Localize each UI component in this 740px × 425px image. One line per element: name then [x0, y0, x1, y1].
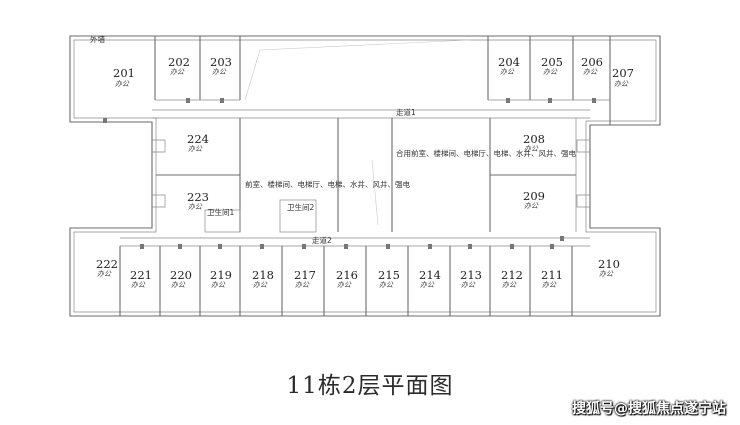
svg-text:216: 216 — [336, 268, 358, 282]
restroom-2-label: 卫生间2 — [287, 202, 314, 212]
svg-text:办公: 办公 — [379, 281, 394, 289]
svg-text:办公: 办公 — [188, 145, 203, 153]
corridor-2-lines — [120, 237, 590, 247]
svg-text:202: 202 — [168, 55, 190, 69]
svg-text:215: 215 — [378, 268, 400, 282]
svg-text:办公: 办公 — [420, 281, 435, 289]
middle-block-partitions — [152, 118, 590, 233]
svg-text:办公: 办公 — [502, 281, 517, 289]
svg-text:210: 210 — [598, 257, 620, 271]
svg-text:办公: 办公 — [461, 281, 476, 289]
svg-text:办公: 办公 — [115, 80, 130, 88]
svg-text:223: 223 — [187, 190, 209, 204]
inner-wall-outline — [73, 39, 657, 313]
svg-text:218: 218 — [252, 268, 274, 282]
svg-text:办公: 办公 — [188, 203, 203, 211]
svg-text:办公: 办公 — [542, 281, 557, 289]
outer-wall-outline — [69, 35, 661, 317]
corridor-1-label: 走道1 — [396, 107, 416, 117]
outer-wall-label: 外墙 — [90, 34, 105, 44]
svg-text:219: 219 — [210, 268, 232, 282]
svg-text:办公: 办公 — [170, 68, 185, 76]
svg-text:办公: 办公 — [524, 145, 539, 153]
svg-text:办公: 办公 — [500, 68, 515, 76]
svg-text:209: 209 — [523, 189, 545, 203]
shared-area-right-label: 合用前室、楼梯间、电梯厅、电梯、水井、风井、强电 — [396, 148, 576, 158]
svg-text:办公: 办公 — [543, 68, 558, 76]
svg-text:办公: 办公 — [97, 270, 112, 278]
svg-text:203: 203 — [210, 55, 232, 69]
svg-text:213: 213 — [460, 268, 482, 282]
svg-text:204: 204 — [498, 55, 520, 69]
svg-text:办公: 办公 — [253, 281, 268, 289]
svg-text:207: 207 — [612, 66, 634, 80]
svg-text:办公: 办公 — [524, 202, 539, 210]
page-title: 11栋2层平面图 — [286, 373, 454, 399]
svg-text:办公: 办公 — [131, 281, 146, 289]
svg-text:办公: 办公 — [212, 68, 227, 76]
shared-area-left-label: 前室、楼梯间、电梯厅、电梯、水井、风井、强电 — [245, 179, 410, 189]
svg-text:214: 214 — [419, 268, 441, 282]
corridor-1-lines — [152, 109, 590, 119]
svg-text:205: 205 — [541, 55, 563, 69]
corridor-2-label: 走道2 — [312, 235, 332, 245]
svg-text:208: 208 — [523, 132, 545, 146]
watermark: 搜狐号@搜狐焦点遂宁站 — [572, 401, 726, 417]
svg-text:办公: 办公 — [583, 68, 598, 76]
bottom-row-partitions — [119, 246, 573, 316]
svg-text:220: 220 — [170, 268, 192, 282]
restroom-1-label: 卫生间1 — [207, 207, 234, 217]
svg-text:206: 206 — [581, 55, 603, 69]
svg-text:办公: 办公 — [295, 281, 310, 289]
svg-text:办公: 办公 — [337, 281, 352, 289]
svg-text:217: 217 — [294, 268, 316, 282]
wall-tick-marks — [103, 98, 596, 249]
svg-text:224: 224 — [187, 132, 209, 146]
svg-text:211: 211 — [541, 268, 563, 282]
svg-text:办公: 办公 — [171, 281, 186, 289]
svg-text:201: 201 — [113, 66, 135, 80]
top-row-partitions — [154, 36, 611, 125]
svg-text:212: 212 — [501, 268, 523, 282]
svg-text:办公: 办公 — [211, 281, 226, 289]
svg-text:办公: 办公 — [599, 270, 614, 278]
svg-text:222: 222 — [96, 257, 118, 271]
svg-text:221: 221 — [130, 268, 152, 282]
svg-text:办公: 办公 — [614, 80, 629, 88]
